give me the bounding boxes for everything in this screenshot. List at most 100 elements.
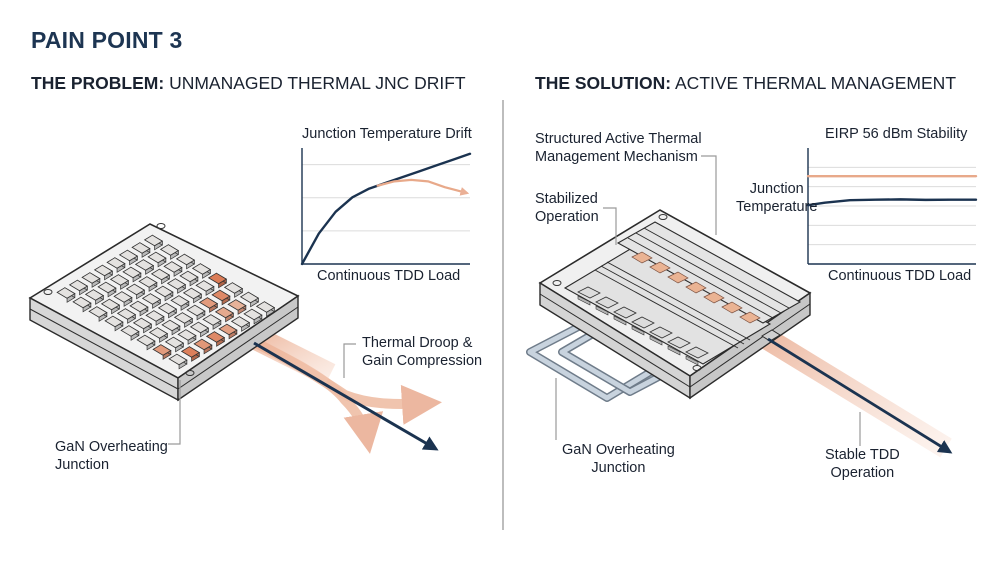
gan-chip	[104, 315, 124, 328]
gan-chip	[141, 293, 162, 305]
chart-series-junction-temperature	[300, 152, 472, 266]
chart1-xlabel: Continuous TDD Load	[317, 268, 461, 284]
gan-chip	[207, 272, 228, 285]
gan-array-board	[28, 223, 300, 402]
gan-chip	[189, 321, 210, 334]
stabilized-chip	[613, 306, 637, 319]
gan-chip	[227, 299, 247, 311]
chip-side	[577, 295, 591, 306]
gan-chip	[173, 312, 194, 324]
chart-junction-drift	[300, 148, 472, 266]
stabilized-chip-rows	[577, 251, 761, 366]
gan-chip	[211, 289, 231, 302]
gan-chip	[154, 285, 174, 298]
label-thermal-droop-line2: Gain Compression	[362, 353, 483, 369]
gan-chip	[191, 263, 212, 275]
stabilized-chip	[631, 316, 655, 329]
stabilized-chip-hot	[631, 251, 653, 264]
problem-heading-label: THE PROBLEM:	[31, 73, 165, 93]
leader-line-gan-left	[168, 380, 181, 445]
gan-chip	[68, 279, 89, 292]
gan-chip	[195, 280, 215, 292]
panel-divider	[502, 100, 504, 530]
label-mechanism-line1: Structured Active Thermal	[535, 131, 702, 147]
page-title: PAIN POINT 3	[31, 27, 183, 53]
label-thermal-droop: Thermal Droop & Gain Compression	[362, 334, 482, 370]
gan-chip	[134, 259, 155, 271]
heat-pipe	[526, 318, 670, 402]
gan-chip	[202, 314, 222, 326]
chart-series-junction-temperature	[806, 198, 978, 207]
stabilized-chip-hot	[739, 311, 761, 324]
stabilized-chip	[595, 296, 619, 309]
label-mechanism: Structured Active Thermal Management Mec…	[535, 130, 702, 166]
label-gan-right-line1: GaN Overheating	[562, 442, 675, 458]
chip-side	[685, 355, 699, 366]
gan-chip	[148, 327, 169, 339]
label-gan-right-line2: Junction	[591, 460, 646, 476]
gan-chip	[136, 334, 156, 347]
stabilized-chip-hot	[649, 261, 671, 274]
chip-side	[613, 315, 627, 326]
gan-chip	[223, 282, 244, 294]
stabilized-chip-hot	[667, 271, 689, 284]
gan-chip	[230, 316, 251, 328]
gan-chip	[150, 268, 171, 281]
gan-chip	[81, 272, 101, 284]
label-mechanism-line2: Management Mechanism	[535, 149, 698, 165]
leader-line-stabilized	[603, 207, 617, 245]
chart2-xlabel: Continuous TDD Load	[828, 268, 972, 284]
chip-side	[595, 305, 609, 316]
gan-chip	[170, 295, 190, 307]
gan-chip	[56, 287, 76, 299]
label-junction-line1: Junction	[749, 181, 804, 197]
thermal-cold-plate	[538, 209, 812, 400]
leader-line-droop	[343, 343, 356, 378]
label-stabilized-line2: Operation	[535, 209, 599, 225]
gan-chip	[214, 306, 235, 319]
stabilized-chip-hot	[703, 291, 725, 304]
gan-chip	[84, 289, 105, 301]
chart-eirp-stability	[806, 148, 978, 265]
gan-chip	[97, 281, 117, 294]
solution-heading-label: THE SOLUTION:	[535, 73, 672, 93]
gan-chip	[143, 234, 164, 247]
gan-chip	[93, 264, 114, 277]
gan-chip	[147, 251, 167, 264]
gan-chip	[100, 298, 121, 311]
gan-chip	[106, 257, 126, 269]
leader-line-mechanism	[701, 155, 717, 235]
gan-chip	[72, 296, 92, 309]
solution-heading-text: ACTIVE THERMAL MANAGEMENT	[671, 73, 957, 93]
chart1-title: Junction Temperature Drift	[302, 126, 472, 142]
gan-chip	[205, 331, 226, 343]
gan-chip	[175, 253, 196, 266]
signal-arrow-solution	[767, 337, 953, 454]
label-stable-line1: Stable TDD	[825, 447, 900, 463]
problem-heading-text: UNMANAGED THERMAL JNC DRIFT	[164, 73, 466, 93]
gan-chip	[157, 302, 178, 315]
stabilized-chip-hot	[721, 301, 743, 314]
gan-chip	[113, 291, 133, 303]
gan-chip	[182, 287, 203, 300]
gan-chip	[180, 346, 201, 358]
gan-chip	[159, 244, 180, 256]
label-gan-overheating-right: GaN Overheating Junction	[562, 441, 675, 477]
gan-chip	[166, 278, 187, 290]
chip-side	[649, 335, 663, 346]
gan-chip	[131, 242, 151, 254]
label-stabilized-line1: Stabilized	[535, 191, 598, 207]
gan-chip	[177, 329, 197, 341]
gan-chip	[118, 249, 139, 262]
label-stable-line2: Operation	[830, 465, 895, 481]
gan-chip	[88, 306, 108, 318]
label-junction-line2: Temperature	[736, 199, 818, 215]
gan-chip	[122, 266, 142, 279]
gan-chip	[193, 338, 213, 351]
gan-chip	[109, 274, 130, 286]
gan-chip-array	[56, 234, 276, 370]
gan-chip	[145, 310, 165, 322]
gan-chip	[243, 308, 263, 321]
gan-chip	[129, 300, 149, 313]
